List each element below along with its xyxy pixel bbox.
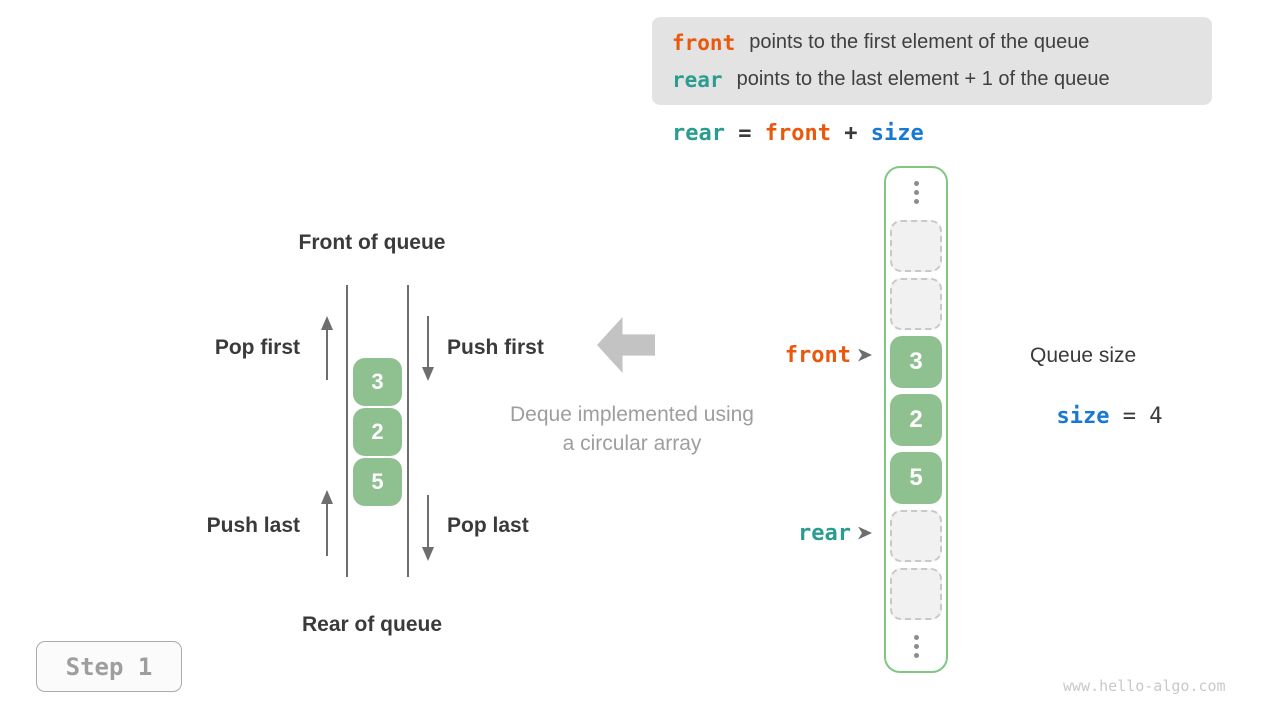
deque-channel-left-line [346,285,348,577]
rear-of-queue-label: Rear of queue [301,613,443,636]
push-last-arrow-icon [326,492,328,556]
formula-token: + [830,121,871,146]
deque-value-box: 5 [353,458,402,506]
array-cell-empty [890,509,942,562]
rear-pointer: rear [716,520,872,546]
array-cell-filled: 3 [890,335,942,388]
formula-token: size [870,121,924,146]
push-first-arrow-icon [427,316,429,379]
watermark: www.hello-algo.com [1063,677,1226,695]
step-badge: Step 1 [36,641,182,692]
front-of-queue-label: Front of queue [298,231,446,254]
deque-value-box: 2 [353,408,402,456]
pop-last-arrow-icon [427,495,429,559]
formula: rear = front + size [672,121,924,146]
vertical-ellipsis-icon [913,181,919,204]
legend-box: front points to the first element of the… [652,17,1212,105]
legend-line-front-text: points to the first element of the queue [749,31,1090,53]
legend-line-rear-text: points to the last element + 1 of the qu… [736,68,1110,90]
formula-token: front [764,121,831,146]
left-arrow-icon [597,317,655,373]
formula-token: rear [672,121,725,146]
front-pointer-label: front [784,342,851,368]
pop-first-label: Pop first [214,336,300,359]
front-pointer: front [716,342,872,368]
caption-line1: Deque implemented using [510,403,754,426]
caption: Deque implemented using a circular array [457,400,807,458]
vertical-ellipsis-icon [913,635,919,658]
push-last-label: Push last [206,514,300,537]
size-equals-value: = 4 [1109,404,1163,429]
queue-size-value: size = 4 [1030,379,1163,429]
caption-line2: a circular array [562,432,702,455]
pop-first-arrow-icon [326,318,328,380]
legend-line-rear: rear points to the last element + 1 of t… [672,61,1192,98]
deque-value-box: 3 [353,358,402,406]
array-cell-filled: 5 [890,451,942,504]
front-keyword: front [672,30,736,55]
rear-pointer-label: rear [798,520,851,546]
formula-token: = [724,121,765,146]
array-cell-empty [890,277,942,330]
legend-line-front: front points to the first element of the… [672,24,1192,61]
deque-channel-right-line [407,285,409,577]
queue-size-title: Queue size [1030,344,1137,367]
array-cell-filled: 2 [890,393,942,446]
rear-pointer-arrowhead-icon [858,526,872,540]
array-cell-empty [890,219,942,272]
rear-keyword: rear [672,67,723,92]
array-cell-empty [890,567,942,620]
pop-last-label: Pop last [447,514,529,537]
size-keyword: size [1056,404,1110,429]
front-pointer-arrowhead-icon [858,348,872,362]
push-first-label: Push first [447,336,544,359]
